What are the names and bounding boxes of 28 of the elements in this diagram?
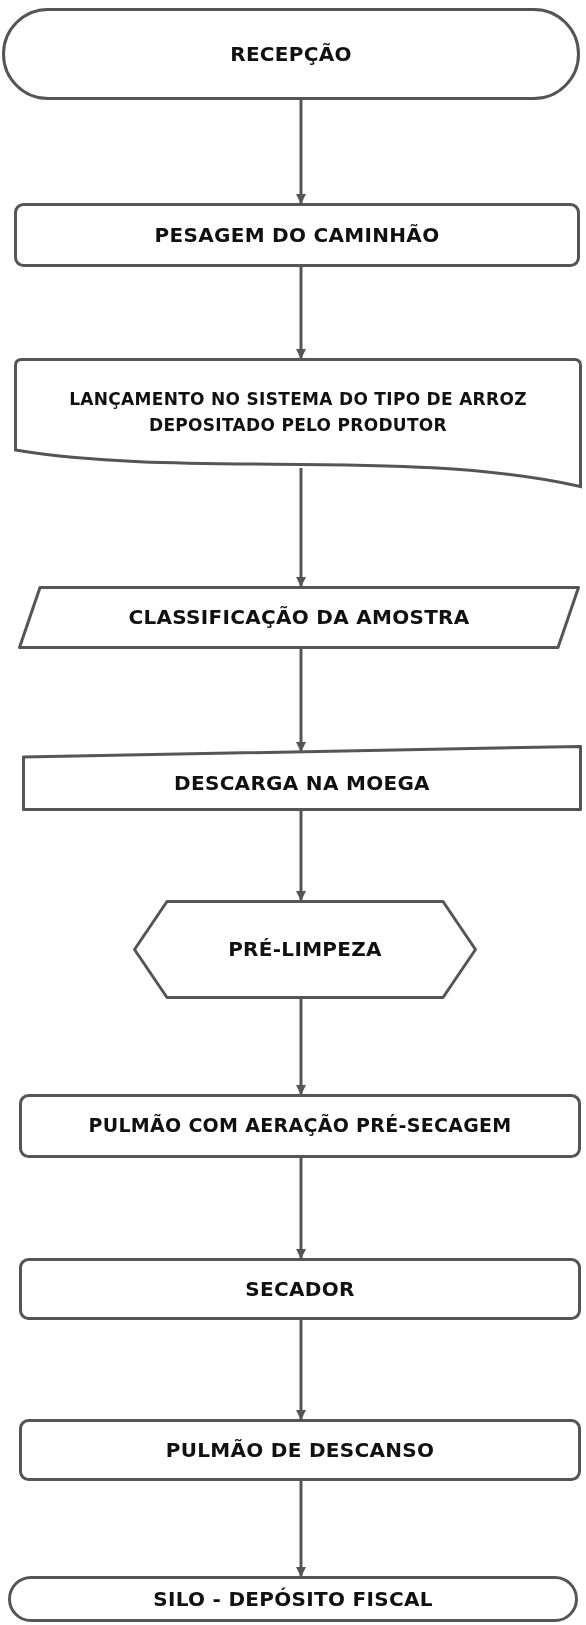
process-box	[14, 203, 580, 267]
node-text: PULMÃO DE DESCANSO	[165, 1436, 435, 1464]
node-text: RECEPÇÃO	[230, 40, 352, 68]
arrow	[296, 1481, 306, 1577]
input-parallelogram	[18, 586, 580, 649]
node-text: SILO - DEPÓSITO FISCAL	[153, 1585, 433, 1613]
node-text: SECADOR	[245, 1275, 355, 1303]
arrow	[296, 1158, 306, 1259]
arrow	[296, 811, 306, 901]
arrow	[296, 649, 306, 752]
process-box	[19, 1094, 581, 1158]
node-text: LANÇAMENTO NO SISTEMA DO TIPO DE ARROZ DEPOSITADO PELO PRODUTOR	[68, 387, 528, 437]
node-text: PRÉ-LIMPEZA	[228, 936, 382, 963]
arrow	[296, 468, 306, 587]
node-text: PULMÃO COM AERAÇÃO PRÉ-SECAGEM	[88, 1113, 512, 1139]
arrow	[296, 100, 306, 204]
node-text: PESAGEM DO CAMINHÃO	[154, 221, 440, 249]
arrow	[296, 267, 306, 359]
arrow	[296, 999, 306, 1095]
node-text: DESCARGA NA MOEGA	[174, 769, 430, 797]
node-text: CLASSIFICAÇÃO DA AMOSTRA	[128, 604, 470, 631]
arrow	[296, 1320, 306, 1420]
manual-input-shape	[22, 745, 582, 811]
document-shape	[14, 358, 582, 488]
process-box	[19, 1258, 581, 1320]
process-box	[19, 1419, 581, 1481]
preparation-hexagon	[133, 900, 477, 999]
terminator-shape	[8, 1576, 578, 1622]
